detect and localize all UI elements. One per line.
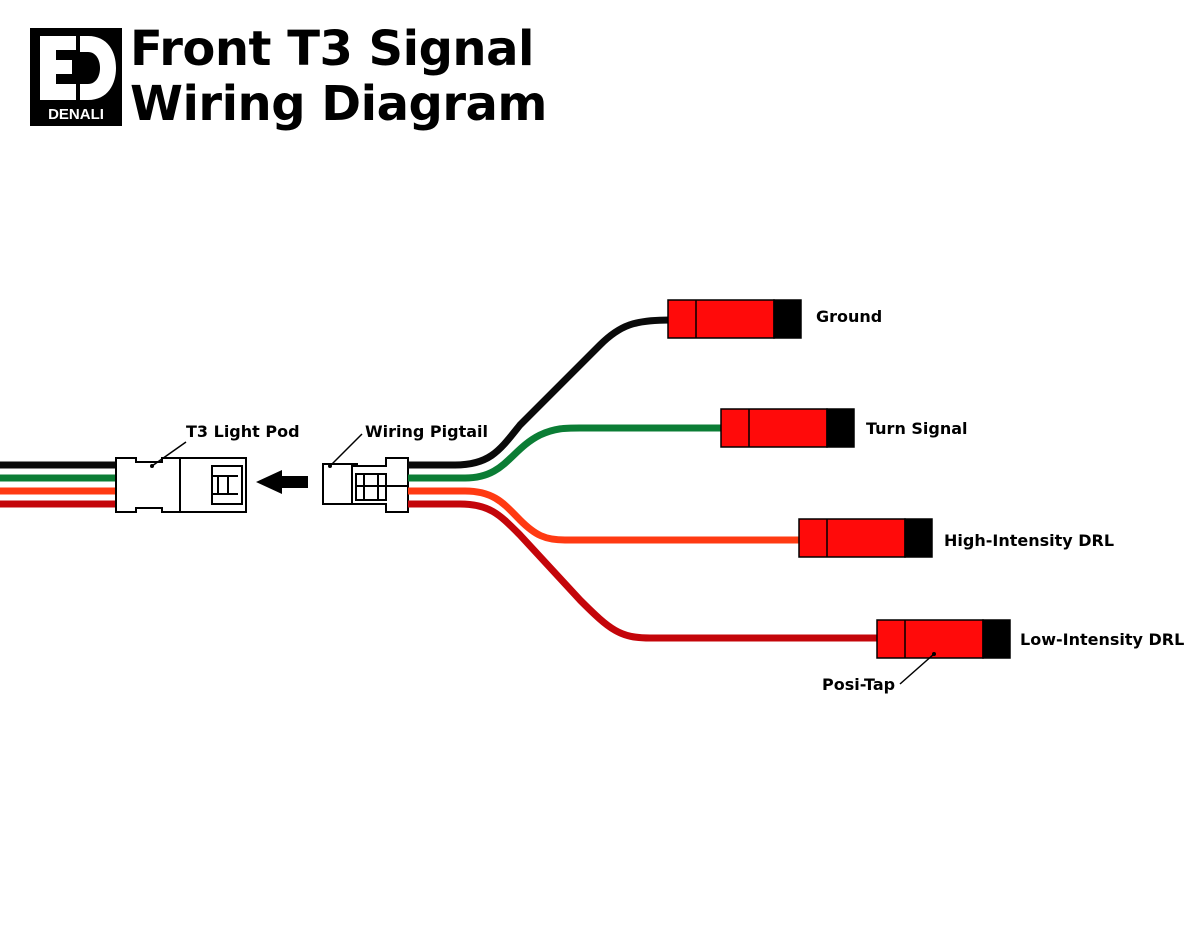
posi-tap-high-drl (798, 518, 933, 558)
posi-tap-leader-dot (932, 652, 936, 656)
wire-label-high-drl: High-Intensity DRL (944, 531, 1115, 550)
wire-label-low-drl: Low-Intensity DRL (1020, 630, 1185, 649)
light-pod-connector (115, 457, 247, 513)
branch-wire-turn-signal (408, 424, 722, 482)
branch-wire-high-drl (408, 487, 800, 544)
denali-logo: DENALI (30, 28, 122, 126)
arrow-left-icon (256, 470, 308, 494)
pigtail-leader (329, 433, 363, 467)
posi-tap-ground (667, 299, 802, 339)
branch-wire-low-drl (408, 500, 878, 642)
pod-wires (0, 461, 118, 508)
pigtail-label: Wiring Pigtail (365, 422, 488, 441)
branch-wire-ground (408, 316, 671, 469)
light-pod-leader (151, 441, 187, 467)
title-line-2: Wiring Diagram (130, 76, 547, 132)
posi-tap-low-drl (876, 619, 1011, 659)
light-pod-label: T3 Light Pod (186, 422, 300, 441)
brand-name: DENALI (48, 106, 104, 123)
light-pod-leader-dot (150, 464, 154, 468)
branch-wires (408, 316, 878, 642)
wire-label-ground: Ground (816, 307, 883, 326)
wire-label-turn-signal: Turn Signal (866, 419, 968, 438)
title-line-1: Front T3 Signal (130, 21, 534, 77)
posi-tap-leader (899, 653, 935, 685)
page-title: Front T3 Signal Wiring Diagram (130, 22, 547, 132)
pigtail-connector (322, 457, 409, 513)
posi-tap-turn-signal (720, 408, 855, 448)
posi-tap-label: Posi-Tap (822, 675, 896, 694)
denali-mark-icon (40, 36, 116, 100)
pigtail-leader-dot (328, 464, 332, 468)
